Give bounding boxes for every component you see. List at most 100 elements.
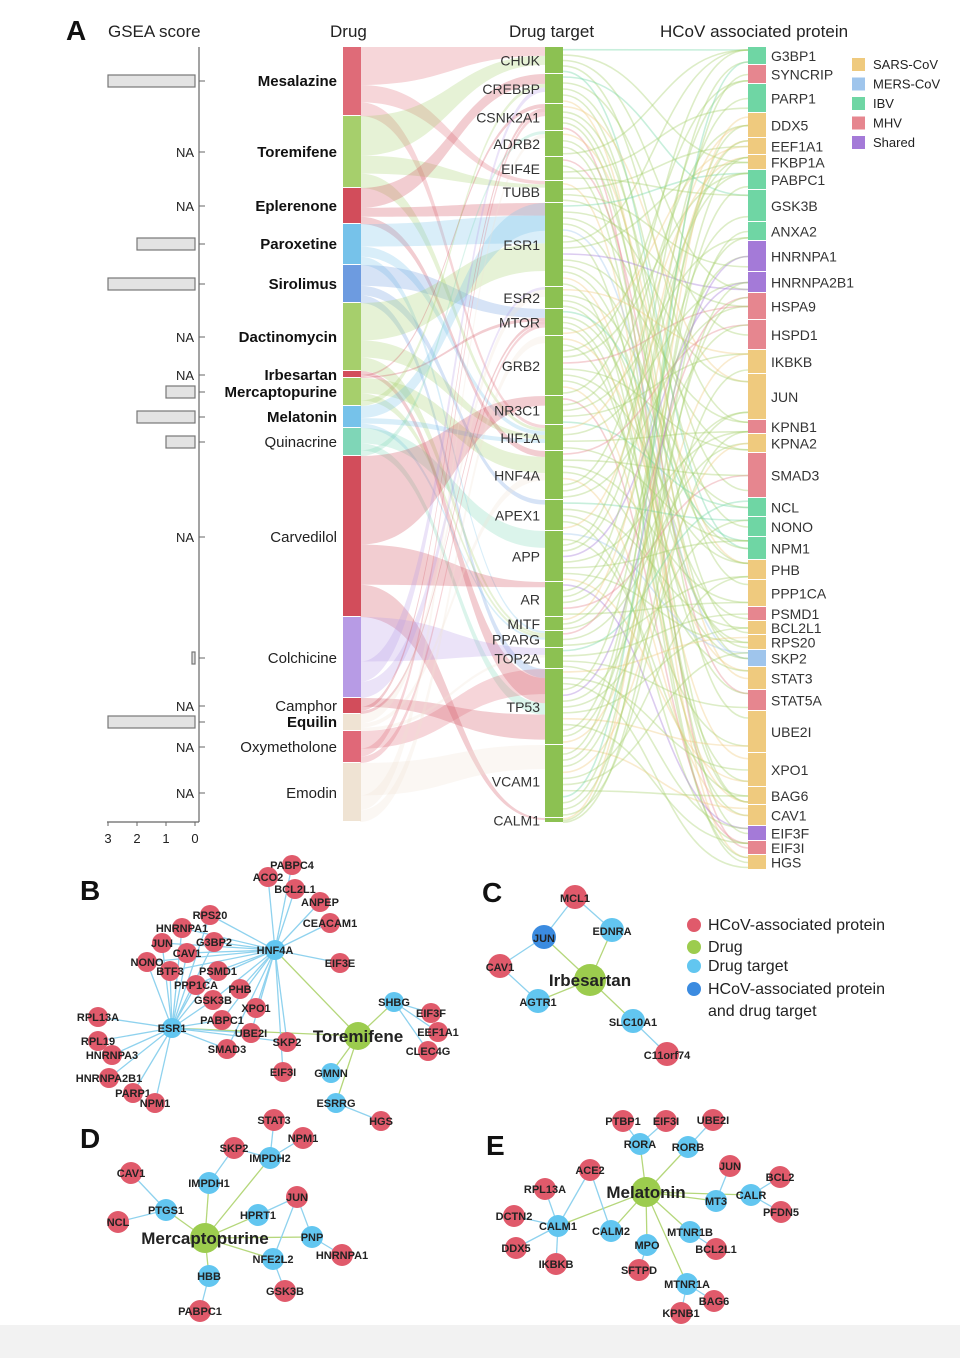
edge-esr1-rps20 <box>171 914 211 1029</box>
node-sftpd <box>628 1259 650 1281</box>
drug-node-mesalazine <box>343 47 361 115</box>
link-apex1-eif3i <box>562 520 749 845</box>
protein-label-syncrip: SYNCRIP <box>771 67 833 83</box>
edge-hnf4a-skp2 <box>274 949 288 1043</box>
node-rps20 <box>200 905 220 925</box>
link-ar-smad3 <box>562 474 749 610</box>
edge-esr1-parp1 <box>132 1027 173 1094</box>
link-csnk2a1-jun <box>562 105 749 383</box>
legend-label-ibv: IBV <box>873 96 894 111</box>
node-label-ace2: ACE2 <box>575 1165 604 1177</box>
link-esr1-fkbp1a <box>562 161 749 249</box>
net-legend-dot-3 <box>687 982 701 996</box>
node-skp2 <box>223 1137 245 1159</box>
drug-node-quinacrine <box>343 428 361 455</box>
target-label-grb2: GRB2 <box>502 358 540 374</box>
node-hnrnpa3 <box>102 1045 122 1065</box>
flow-mesalazine-1 <box>360 84 545 185</box>
target-node-calm1 <box>545 818 563 822</box>
link-csnk2a1-bcl2l1 <box>562 116 749 634</box>
node-label-mtnr1b: MTNR1B <box>667 1227 713 1239</box>
node-hnrnpa1 <box>331 1244 353 1266</box>
link-mtor-npm1 <box>562 310 749 542</box>
target-node-mtor <box>545 309 563 335</box>
node-mercaptopurine <box>190 1223 220 1253</box>
node-rpl19 <box>88 1031 108 1051</box>
protein-node-ncl <box>748 498 766 516</box>
link-app-fkbp1a <box>562 156 749 552</box>
gsea-na-irbesartan: NA <box>176 368 194 383</box>
node-label-hnrnpa1: HNRNPA1 <box>316 1250 368 1262</box>
legend-swatch-ibv <box>852 97 865 110</box>
protein-node-syncrip <box>748 65 766 83</box>
flow-emodin-0 <box>360 745 545 796</box>
node-cav1 <box>488 954 512 978</box>
link-pparg-kpna2 <box>562 442 749 641</box>
link-grb2-stat3 <box>562 338 749 672</box>
link-esr1-hspa9 <box>562 211 749 308</box>
target-label-hif1a: HIF1A <box>500 430 540 446</box>
target-node-tubb <box>545 181 563 202</box>
node-label-sftpd: SFTPD <box>621 1265 657 1277</box>
link-eif4e-gsk3b <box>562 177 749 197</box>
node-gsk3b <box>203 990 223 1010</box>
node-label-ncl: NCL <box>107 1217 130 1229</box>
drug-node-mercaptopurine <box>343 378 361 405</box>
protein-node-pabpc1 <box>748 170 766 189</box>
protein-node-hspa9 <box>748 293 766 319</box>
target-label-vcam1: VCAM1 <box>492 774 540 790</box>
protein-label-eef1a1: EEF1A1 <box>771 139 823 155</box>
link-calm1-ikbkb <box>562 369 749 823</box>
flow-sirolimus-2 <box>360 295 545 679</box>
drug-label-irbesartan: Irbesartan <box>264 367 337 384</box>
link-tp53-eif3i <box>562 723 749 845</box>
link-mtor-eef1a1 <box>562 145 749 335</box>
node-ceacam1 <box>320 913 340 933</box>
node-label-pnp: PNP <box>301 1232 324 1244</box>
node-label-gsk3b: GSK3B <box>266 1286 304 1298</box>
edge-esr1-rpl19 <box>97 1027 173 1042</box>
protein-label-stat3: STAT3 <box>771 671 813 687</box>
node-label-eif3i: EIF3I <box>653 1116 679 1128</box>
link-adrb2-bag6 <box>562 146 749 803</box>
legend-label-mers-cov: MERS-CoV <box>873 77 941 92</box>
link-hnf4a-hspd1 <box>562 324 749 455</box>
node-label-stat3: STAT3 <box>257 1115 290 1127</box>
legend-label-mhv: MHV <box>873 116 902 131</box>
drug-label-equilin: Equilin <box>287 714 337 731</box>
net-legend-dot-2 <box>687 959 701 973</box>
link-nr3c1-eif3i <box>562 398 749 845</box>
network-irbesartan: IrbesartanJUNEDNRAAGTR1SLC10A1MCL1CAV1C1… <box>486 885 691 1066</box>
protein-node-hnrnpa2b1 <box>748 272 766 292</box>
flow-paroxetine-2 <box>360 256 545 634</box>
node-jun <box>152 933 172 953</box>
node-label-hnrnpa3: HNRNPA3 <box>86 1050 138 1062</box>
protein-label-kpnb1: KPNB1 <box>771 419 817 435</box>
node-label-ikbkb: IKBKB <box>539 1259 574 1271</box>
node-label-hnrnpa1: HNRNPA1 <box>156 923 208 935</box>
link-tp53-rps20 <box>562 636 749 673</box>
target-node-vcam1 <box>545 745 563 817</box>
node-bcl2 <box>769 1166 791 1188</box>
protein-label-ddx5: DDX5 <box>771 118 809 134</box>
node-label-cav1: CAV1 <box>486 962 515 974</box>
node-eif3i <box>655 1110 677 1132</box>
gsea-bar-melatonin <box>136 410 196 424</box>
node-label-phb: PHB <box>228 984 251 996</box>
target-label-esr1: ESR1 <box>503 237 540 253</box>
link-app-npm1 <box>562 540 749 569</box>
protein-node-ppp1ca <box>748 580 766 606</box>
node-hnrnpa1 <box>172 918 192 938</box>
link-apex1-bcl2l1 <box>562 508 749 629</box>
drug-label-mercaptopurine: Mercaptopurine <box>224 384 337 401</box>
net-legend-dot-1 <box>687 940 701 954</box>
target-label-mitf: MITF <box>507 616 540 632</box>
link-esr1-rps20 <box>562 271 749 649</box>
edge-nfe2l2-jun <box>272 1196 298 1260</box>
node-hgs <box>371 1111 391 1131</box>
node-eef1a1 <box>428 1022 448 1042</box>
node-ppp1ca <box>186 975 206 995</box>
